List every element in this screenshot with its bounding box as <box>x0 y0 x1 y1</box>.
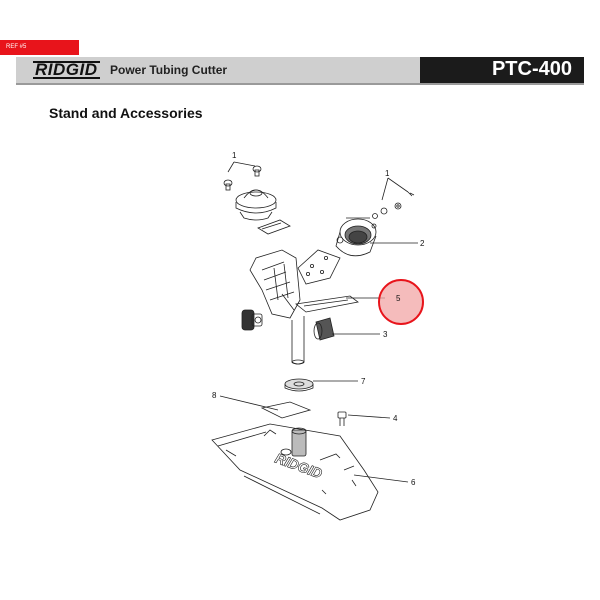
brand-logo-text: RIDGID <box>33 60 100 79</box>
callout-6: 6 <box>411 478 416 487</box>
cap-dome <box>235 189 277 221</box>
header-rule <box>16 83 584 85</box>
screw-group-top-right <box>372 177 415 219</box>
callout-8: 8 <box>212 391 217 400</box>
highlight-circle[interactable] <box>378 279 424 325</box>
callout-1b: 1 <box>385 169 390 178</box>
base-plate <box>211 423 379 521</box>
leader-lines <box>219 242 418 483</box>
callout-7: 7 <box>361 377 366 386</box>
adjustment-knob <box>313 317 335 341</box>
product-name: Power Tubing Cutter <box>110 63 228 77</box>
mounting-plate <box>297 249 341 285</box>
mounting-bolt <box>337 411 347 426</box>
callout-5: 5 <box>396 294 401 303</box>
callout-3: 3 <box>383 330 388 339</box>
screw-group-top-left <box>223 161 262 191</box>
header-model-panel <box>420 57 584 83</box>
stand-bracket <box>249 249 359 319</box>
rubber-pad <box>260 401 312 419</box>
side-knob <box>241 309 263 331</box>
ref-tag: REF #5 <box>0 40 79 55</box>
callout-1a: 1 <box>232 151 237 160</box>
model-number: PTC-400 <box>491 58 572 80</box>
callout-2: 2 <box>420 239 425 248</box>
brand-logo: RIDGID <box>33 60 100 80</box>
stand-post <box>291 316 305 365</box>
gasket-ring <box>257 219 291 235</box>
washer <box>284 378 314 392</box>
section-title: Stand and Accessories <box>49 105 203 121</box>
callout-4: 4 <box>393 414 398 423</box>
bearing-housing <box>335 217 377 257</box>
